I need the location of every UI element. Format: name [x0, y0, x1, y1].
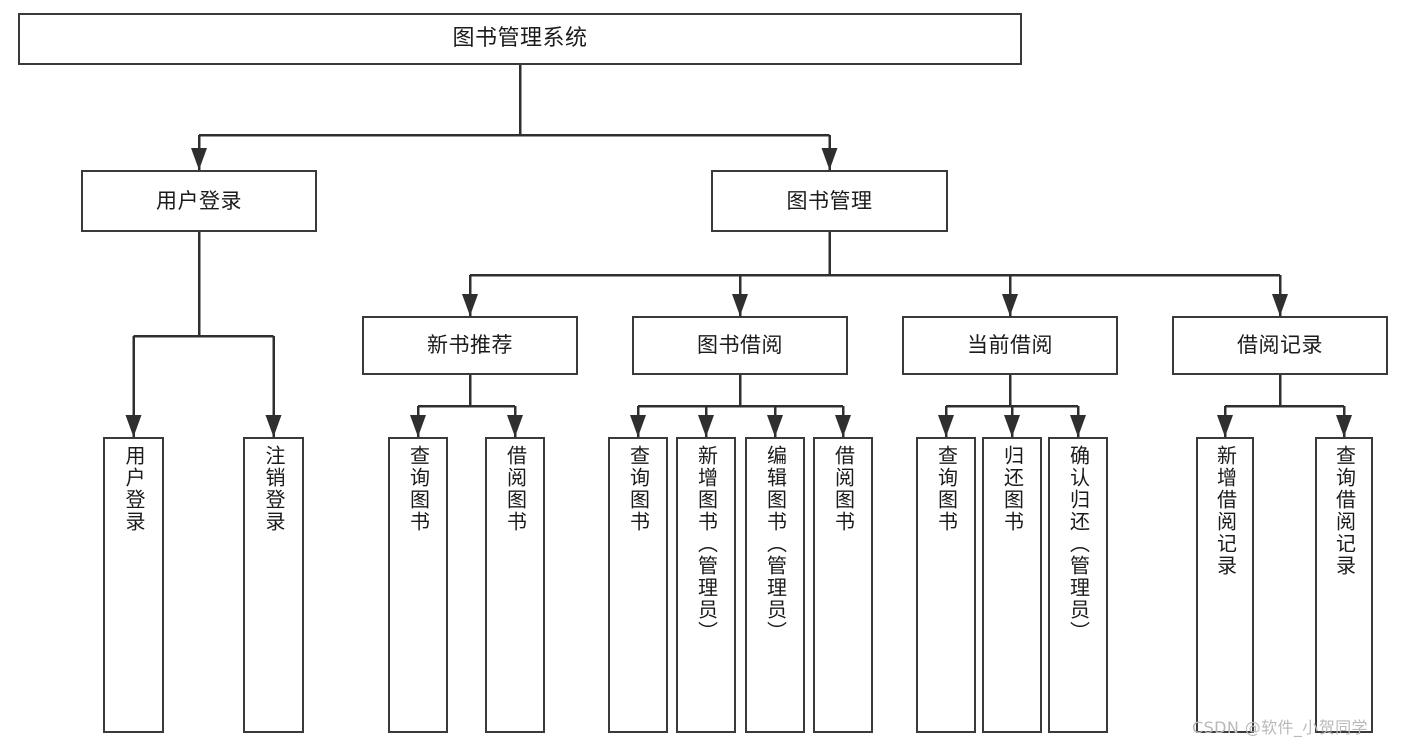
node-label: 借阅图书 — [831, 445, 856, 533]
node-label: 当前借阅 — [967, 333, 1053, 358]
node-leaf7[interactable]: 编辑图书（管理员） — [745, 437, 805, 733]
node-label: 查询图书 — [406, 445, 431, 533]
node-records[interactable]: 借阅记录 — [1172, 316, 1388, 375]
node-leaf8[interactable]: 借阅图书 — [813, 437, 873, 733]
node-root[interactable]: 图书管理系统 — [18, 13, 1022, 65]
node-leaf4[interactable]: 借阅图书 — [485, 437, 545, 733]
node-label: 借阅图书 — [503, 445, 528, 533]
node-login[interactable]: 用户登录 — [81, 170, 317, 232]
node-bookmgmt[interactable]: 图书管理 — [711, 170, 948, 232]
node-label: 图书管理 — [786, 188, 873, 213]
node-label: 查询图书 — [626, 445, 651, 533]
node-leaf13[interactable]: 查询借阅记录 — [1315, 437, 1373, 733]
node-label: 新增借阅记录 — [1213, 445, 1238, 577]
node-newbook[interactable]: 新书推荐 — [362, 316, 578, 375]
node-label: 新书推荐 — [427, 333, 513, 358]
node-label: 编辑图书（管理员） — [763, 445, 788, 643]
node-label: 注销登录 — [262, 445, 286, 533]
node-label: 归还图书 — [1000, 445, 1025, 533]
node-label: 查询借阅记录 — [1332, 445, 1357, 577]
node-label: 图书借阅 — [697, 333, 783, 358]
node-leaf2[interactable]: 注销登录 — [243, 437, 304, 733]
node-leaf12[interactable]: 新增借阅记录 — [1196, 437, 1254, 733]
node-label: 用户登录 — [122, 445, 146, 533]
node-leaf1[interactable]: 用户登录 — [103, 437, 164, 733]
node-label: 查询图书 — [934, 445, 959, 533]
node-leaf6[interactable]: 新增图书（管理员） — [676, 437, 736, 733]
node-leaf11[interactable]: 确认归还（管理员） — [1048, 437, 1108, 733]
node-leaf10[interactable]: 归还图书 — [982, 437, 1042, 733]
node-leaf3[interactable]: 查询图书 — [388, 437, 448, 733]
node-borrow[interactable]: 图书借阅 — [632, 316, 848, 375]
node-leaf9[interactable]: 查询图书 — [916, 437, 976, 733]
node-label: 图书管理系统 — [452, 26, 588, 52]
node-label: 借阅记录 — [1237, 333, 1323, 358]
node-label: 确认归还（管理员） — [1066, 445, 1091, 643]
node-label: 新增图书（管理员） — [694, 445, 719, 643]
node-leaf5[interactable]: 查询图书 — [608, 437, 668, 733]
node-current[interactable]: 当前借阅 — [902, 316, 1118, 375]
node-label: 用户登录 — [156, 188, 242, 213]
